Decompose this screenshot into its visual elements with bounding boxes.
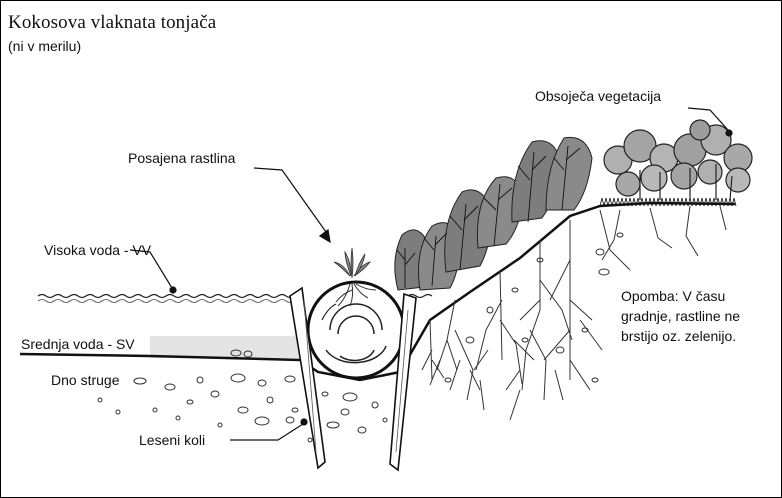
label-wooden-stakes: Leseni koli <box>139 432 205 448</box>
note-line: brstijo oz. zelenijo. <box>621 326 771 346</box>
label-planted-plant: Posajena rastlina <box>128 150 235 166</box>
leader-planted-plant <box>254 168 326 232</box>
mean-water-band <box>150 336 305 358</box>
note-line: Opomba: V času <box>621 286 771 306</box>
leader-planted-plant-arrow <box>320 230 330 242</box>
bank-shrubs <box>395 137 592 290</box>
label-high-water: Visoka voda - VV <box>44 242 151 258</box>
high-water-line <box>38 295 294 298</box>
page-title: Kokosova vlaknata tonjača <box>8 12 216 34</box>
planted-plant <box>334 248 370 278</box>
leader-wooden-stakes-dot <box>301 419 307 425</box>
coir-log <box>308 282 404 378</box>
label-surrounding-vegetation: Obsoječa vegetacija <box>535 88 661 104</box>
note-line: gradnje, rastline ne <box>621 306 771 326</box>
label-mean-water: Srednja voda - SV <box>21 336 135 352</box>
leader-wooden-stakes <box>230 424 303 440</box>
leader-high-water-dot <box>170 287 176 293</box>
leader-surrounding-vegetation-dot <box>726 130 732 136</box>
high-water-line-2 <box>38 300 294 303</box>
page-subtitle: (ni v merilu) <box>8 38 81 54</box>
label-channel-bed: Dno struge <box>51 372 119 388</box>
construction-note: Opomba: V času gradnje, rastline ne brst… <box>621 286 771 346</box>
